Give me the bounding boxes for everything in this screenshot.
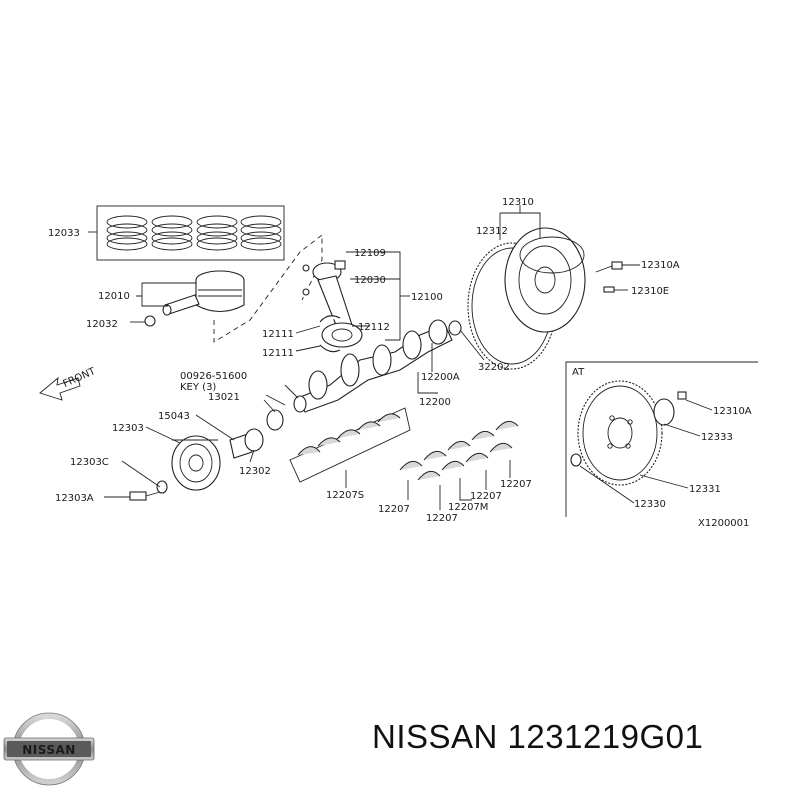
label-12207S: 12207S bbox=[326, 490, 364, 501]
label-12330: 12330 bbox=[634, 499, 666, 510]
label-00926-51600: 00926-51600 bbox=[180, 371, 247, 382]
main-bearings-upper bbox=[289, 407, 411, 488]
label-12303A: 12303A bbox=[55, 493, 94, 504]
label-12333: 12333 bbox=[701, 432, 733, 443]
label-15043: 15043 bbox=[158, 411, 190, 422]
piston bbox=[130, 270, 245, 327]
label-12109: 12109 bbox=[354, 248, 386, 259]
label-12112: 12112 bbox=[358, 322, 390, 333]
piston-rings bbox=[88, 205, 285, 261]
label-12010: 12010 bbox=[98, 291, 130, 302]
label-12030: 12030 bbox=[354, 275, 386, 286]
at-section-box bbox=[565, 361, 758, 517]
front-arrow bbox=[39, 376, 81, 401]
label-at: AT bbox=[572, 367, 585, 378]
label-12302: 12302 bbox=[239, 466, 271, 477]
logo-wordmark: NISSAN bbox=[22, 743, 76, 757]
crank-pulley bbox=[104, 399, 284, 501]
label-12200A: 12200A bbox=[421, 372, 460, 383]
label-12033: 12033 bbox=[48, 228, 80, 239]
crankshaft bbox=[265, 319, 485, 413]
drive-plate bbox=[570, 380, 687, 486]
label-12310A: 12310A bbox=[641, 260, 680, 271]
label-key: KEY (3) bbox=[180, 382, 216, 393]
label-12303C: 12303C bbox=[70, 457, 109, 468]
label-12310E: 12310E bbox=[631, 286, 669, 297]
brand-part-number: NISSAN 1231219G01 bbox=[372, 718, 704, 755]
label-12207-c: 12207 bbox=[470, 491, 502, 502]
label-12303: 12303 bbox=[112, 423, 144, 434]
label-12111-upper: 12111 bbox=[262, 329, 294, 340]
label-12310: 12310 bbox=[502, 197, 534, 208]
label-12200: 12200 bbox=[419, 397, 451, 408]
label-32202: 32202 bbox=[478, 362, 510, 373]
label-12207M: 12207M bbox=[448, 502, 488, 513]
part-labels: 12033 12010 12032 12109 12030 12100 1211… bbox=[48, 197, 752, 529]
label-12207-a: 12207 bbox=[378, 504, 410, 515]
nissan-logo: NISSAN bbox=[3, 712, 95, 786]
flywheel bbox=[467, 205, 640, 370]
connecting-rod bbox=[295, 251, 410, 353]
label-12207-d: 12207 bbox=[500, 479, 532, 490]
label-12207-b: 12207 bbox=[426, 513, 458, 524]
assembly-dash-line bbox=[213, 234, 323, 343]
label-12312: 12312 bbox=[476, 226, 508, 237]
label-12032: 12032 bbox=[86, 319, 118, 330]
label-12100: 12100 bbox=[411, 292, 443, 303]
diagram-code: X1200001 bbox=[698, 518, 749, 529]
label-12331: 12331 bbox=[689, 484, 721, 495]
main-bearings-lower bbox=[399, 420, 519, 510]
label-12310A-at: 12310A bbox=[713, 406, 752, 417]
label-13021: 13021 bbox=[208, 392, 240, 403]
label-12111-lower: 12111 bbox=[262, 348, 294, 359]
